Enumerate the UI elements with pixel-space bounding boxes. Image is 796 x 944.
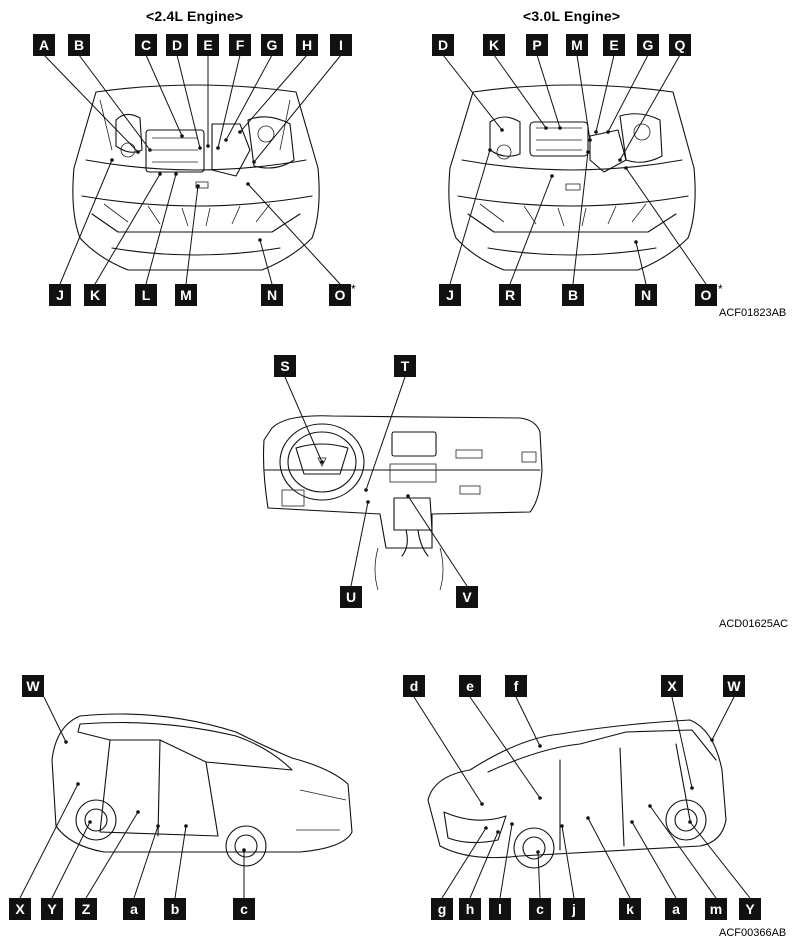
figure-code-dashboard: ACD01625AC [719,618,789,630]
callout-z: Z [75,898,97,920]
callout-k-lower: k [619,898,641,920]
callout-y: Y [739,898,761,920]
engine-bay-2-4l [72,84,320,271]
callout-e: E [603,34,625,56]
callout-d: D [432,34,454,56]
callout-f: F [229,34,251,56]
callout-d-lower: d [403,675,425,697]
suv-rear-left [51,713,353,867]
callout-h: H [296,34,318,56]
callout-g-lower: g [431,898,453,920]
callout-l: L [135,284,157,306]
callout-b-lower: b [164,898,186,920]
dashboard-drawing [262,415,543,591]
callout-m: M [566,34,588,56]
callout-r: R [499,284,521,306]
callout-h-lower: h [459,898,481,920]
title-3-0l-engine: <3.0L Engine> [523,8,621,24]
suv-front-right [427,719,727,869]
callout-m-lower: m [705,898,727,920]
callout-c-lower: c [233,898,255,920]
callout-e: E [197,34,219,56]
callout-a-lower: a [123,898,145,920]
callout-w: W [723,675,745,697]
callout-o: O [695,284,717,306]
callout-g: G [637,34,659,56]
callout-k: K [483,34,505,56]
callout-u: U [340,586,362,608]
callout-c-lower: c [529,898,551,920]
callout-a: A [33,34,55,56]
callout-b: B [68,34,90,56]
callout-i: I [330,34,352,56]
callout-t: T [394,355,416,377]
callout-j-lower: j [563,898,585,920]
callout-n: N [635,284,657,306]
callout-m: M [175,284,197,306]
callout-j: J [439,284,461,306]
callout-l-lower: l [489,898,511,920]
leader-lines [19,54,751,899]
figure-code-engine: ACF01823AB [719,307,787,319]
callout-n: N [261,284,283,306]
callout-k: K [84,284,106,306]
asterisk-note-right: * [718,282,723,296]
callout-e-lower: e [459,675,481,697]
callout-f-lower: f [505,675,527,697]
callout-o: O [329,284,351,306]
callout-b: B [562,284,584,306]
callout-x: X [9,898,31,920]
callout-q: Q [669,34,691,56]
callout-w: W [22,675,44,697]
asterisk-note-left: * [351,282,356,296]
callout-j: J [49,284,71,306]
callout-a-lower: a [665,898,687,920]
callout-x: X [661,675,683,697]
figure-code-exterior: ACF00366AB [719,927,787,939]
title-2-4l-engine: <2.4L Engine> [146,8,244,24]
callout-y: Y [41,898,63,920]
callout-v: V [456,586,478,608]
callout-g: G [261,34,283,56]
engine-bay-3-0l [448,84,696,271]
callout-d: D [166,34,188,56]
callout-s: S [274,355,296,377]
callout-p: P [526,34,548,56]
callout-c: C [135,34,157,56]
